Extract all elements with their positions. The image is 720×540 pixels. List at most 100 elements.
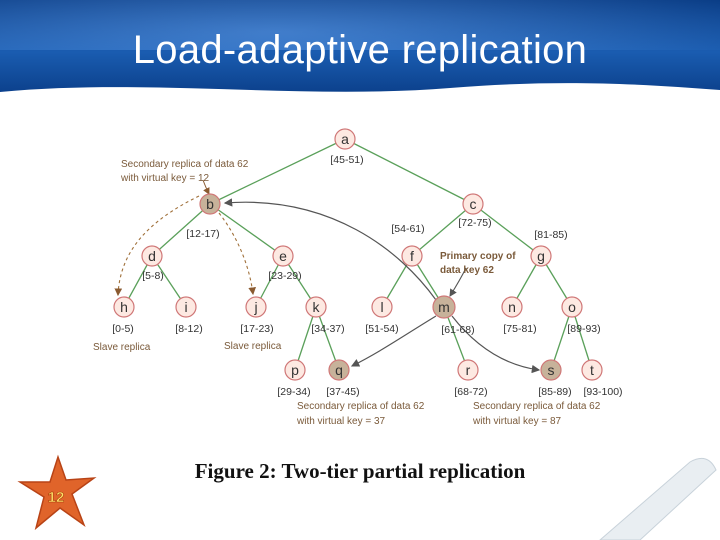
note-secondary-b-line1: Secondary replica of data 62 <box>121 159 249 170</box>
svg-text:e: e <box>279 248 287 264</box>
page-number: 12 <box>48 489 65 506</box>
range-l: [51-54) <box>365 323 398 335</box>
arrow-label-b <box>202 179 210 195</box>
starfish-icon <box>17 454 97 531</box>
slide-title: Load-adaptive replication <box>132 28 588 72</box>
range-m: [61-68) <box>441 324 474 336</box>
starfish-page-badge: 12 <box>17 454 97 531</box>
svg-text:k: k <box>313 299 321 315</box>
node-q: q <box>328 359 350 381</box>
arrow-b-to-h <box>114 195 200 297</box>
decorative-glass-tube <box>599 457 717 540</box>
arrow-m-to-s <box>451 315 541 374</box>
svg-text:h: h <box>120 299 128 315</box>
svg-text:j: j <box>253 299 257 315</box>
range-s: [85-89) <box>538 386 571 398</box>
edge-k-q <box>315 306 340 371</box>
range-f: [54-61) <box>391 223 424 235</box>
range-r: [68-72) <box>454 386 487 398</box>
range-p: [29-34) <box>277 386 310 398</box>
range-q: [37-45) <box>326 386 359 398</box>
node-k: k <box>305 296 327 318</box>
node-p: p <box>284 359 306 381</box>
svg-text:o: o <box>568 299 576 315</box>
note-secondary-s-line1: Secondary replica of data 62 <box>473 401 601 412</box>
node-f: f <box>401 245 423 267</box>
node-r: r <box>457 359 479 381</box>
svg-text:b: b <box>206 196 214 212</box>
range-c: [72-75) <box>458 217 491 229</box>
banner-glow <box>0 0 720 50</box>
arrow-m-to-q <box>350 315 437 367</box>
range-g: [81-85) <box>534 229 567 241</box>
range-b: [12-17) <box>186 228 219 240</box>
node-j: j <box>245 296 267 318</box>
title-banner <box>0 0 720 95</box>
range-k: [34-37) <box>311 323 344 335</box>
node-c: c <box>462 193 484 215</box>
note-primary-line1: Primary copy of <box>440 251 516 262</box>
svg-text:c: c <box>470 196 477 212</box>
svg-text:m: m <box>438 299 450 315</box>
node-h: h <box>113 296 135 318</box>
note-primary-line2: data key 62 <box>440 265 494 276</box>
node-d: d <box>141 245 163 267</box>
note-secondary-b-line2: with virtual key = 12 <box>120 173 210 184</box>
note-slave-j: Slave replica <box>224 341 282 352</box>
node-o: o <box>561 296 583 318</box>
edge-a-c <box>344 138 474 205</box>
note-secondary-s-line2: with virtual key = 87 <box>472 416 562 427</box>
range-h: [0-5) <box>112 323 134 335</box>
svg-text:s: s <box>548 362 555 378</box>
node-b: b <box>199 193 221 215</box>
edge-o-t <box>571 306 593 371</box>
note-secondary-q-line2: with virtual key = 37 <box>296 416 386 427</box>
arrow-primary-label <box>449 267 467 297</box>
node-n: n <box>501 296 523 318</box>
edge-b-d <box>151 203 211 257</box>
node-e: e <box>272 245 294 267</box>
range-t: [93-100) <box>583 386 622 398</box>
node-s: s <box>540 359 562 381</box>
replication-arrows <box>114 179 541 374</box>
note-secondary-q-line1: Secondary replica of data 62 <box>297 401 425 412</box>
svg-text:d: d <box>148 248 156 264</box>
arrow-b-to-j <box>218 212 256 296</box>
edge-b-e <box>209 203 284 257</box>
range-d: [5-8) <box>142 270 164 282</box>
note-slave-h: Slave replica <box>93 342 151 353</box>
edge-c-g <box>472 203 542 257</box>
figure-caption: Figure 2: Two-tier partial replication <box>194 459 526 483</box>
node-t: t <box>581 359 603 381</box>
range-e: [23-29) <box>268 270 301 282</box>
svg-text:q: q <box>335 362 343 378</box>
range-o: [89-93) <box>567 323 600 335</box>
edge-a-b <box>209 138 346 205</box>
svg-text:g: g <box>537 248 545 264</box>
svg-text:a: a <box>341 131 349 147</box>
range-a: [45-51) <box>330 154 363 166</box>
edge-o-s <box>550 306 573 371</box>
svg-text:t: t <box>590 362 594 378</box>
svg-text:p: p <box>291 362 299 378</box>
banner-wave <box>0 83 720 95</box>
svg-text:i: i <box>184 299 187 315</box>
range-i: [8-12) <box>175 323 202 335</box>
annotation-notes: Secondary replica of data 62 with virtua… <box>93 159 601 427</box>
arrow-m-to-b <box>223 198 437 301</box>
edge-c-f <box>411 203 474 257</box>
tree-nodes: a b c d e f g h i j k l m n o p q r s t <box>113 128 603 381</box>
edge-k-p <box>294 306 317 371</box>
svg-text:l: l <box>380 299 383 315</box>
node-l: l <box>371 296 393 318</box>
node-i: i <box>175 296 197 318</box>
node-g: g <box>530 245 552 267</box>
node-a: a <box>334 128 356 150</box>
range-j: [17-23) <box>240 323 273 335</box>
range-n: [75-81) <box>503 323 536 335</box>
svg-text:n: n <box>508 299 516 315</box>
svg-text:f: f <box>410 248 414 264</box>
svg-text:r: r <box>466 362 471 378</box>
range-labels: [45-51) [12-17) [72-75) [54-61) [81-85) … <box>112 154 622 398</box>
